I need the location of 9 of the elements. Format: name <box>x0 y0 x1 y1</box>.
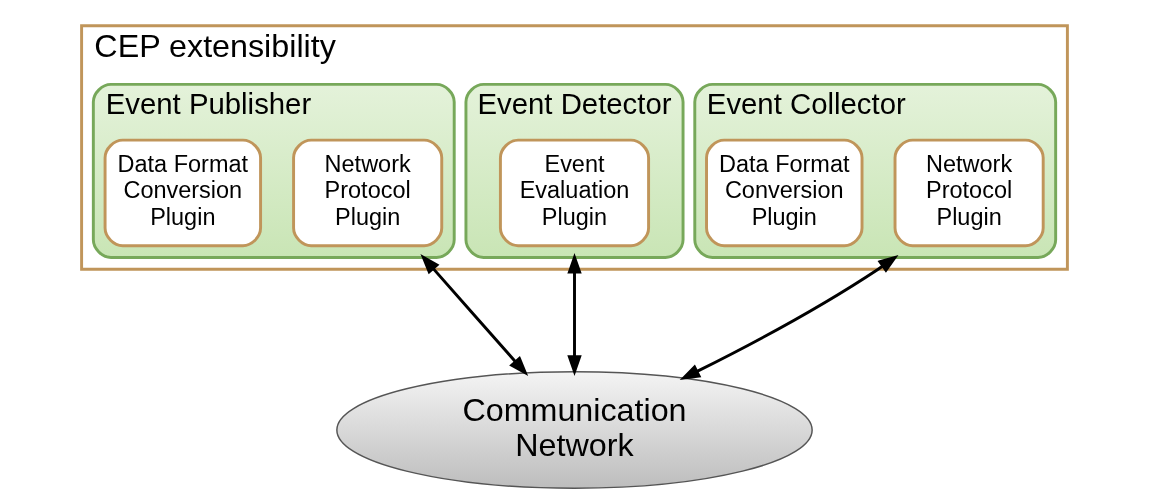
arrow <box>420 254 529 377</box>
node-ellipse: Communication Network <box>336 371 813 489</box>
node-box: Network Protocol Plugin <box>893 138 1045 248</box>
arrow <box>679 254 899 380</box>
node-box: Data Format Conversion Plugin <box>705 138 864 248</box>
node-box: Network Protocol Plugin <box>292 138 444 248</box>
arrow <box>567 253 582 376</box>
node-box: Data Format Conversion Plugin <box>103 138 263 248</box>
node-box: Event Evaluation Plugin <box>498 138 651 248</box>
